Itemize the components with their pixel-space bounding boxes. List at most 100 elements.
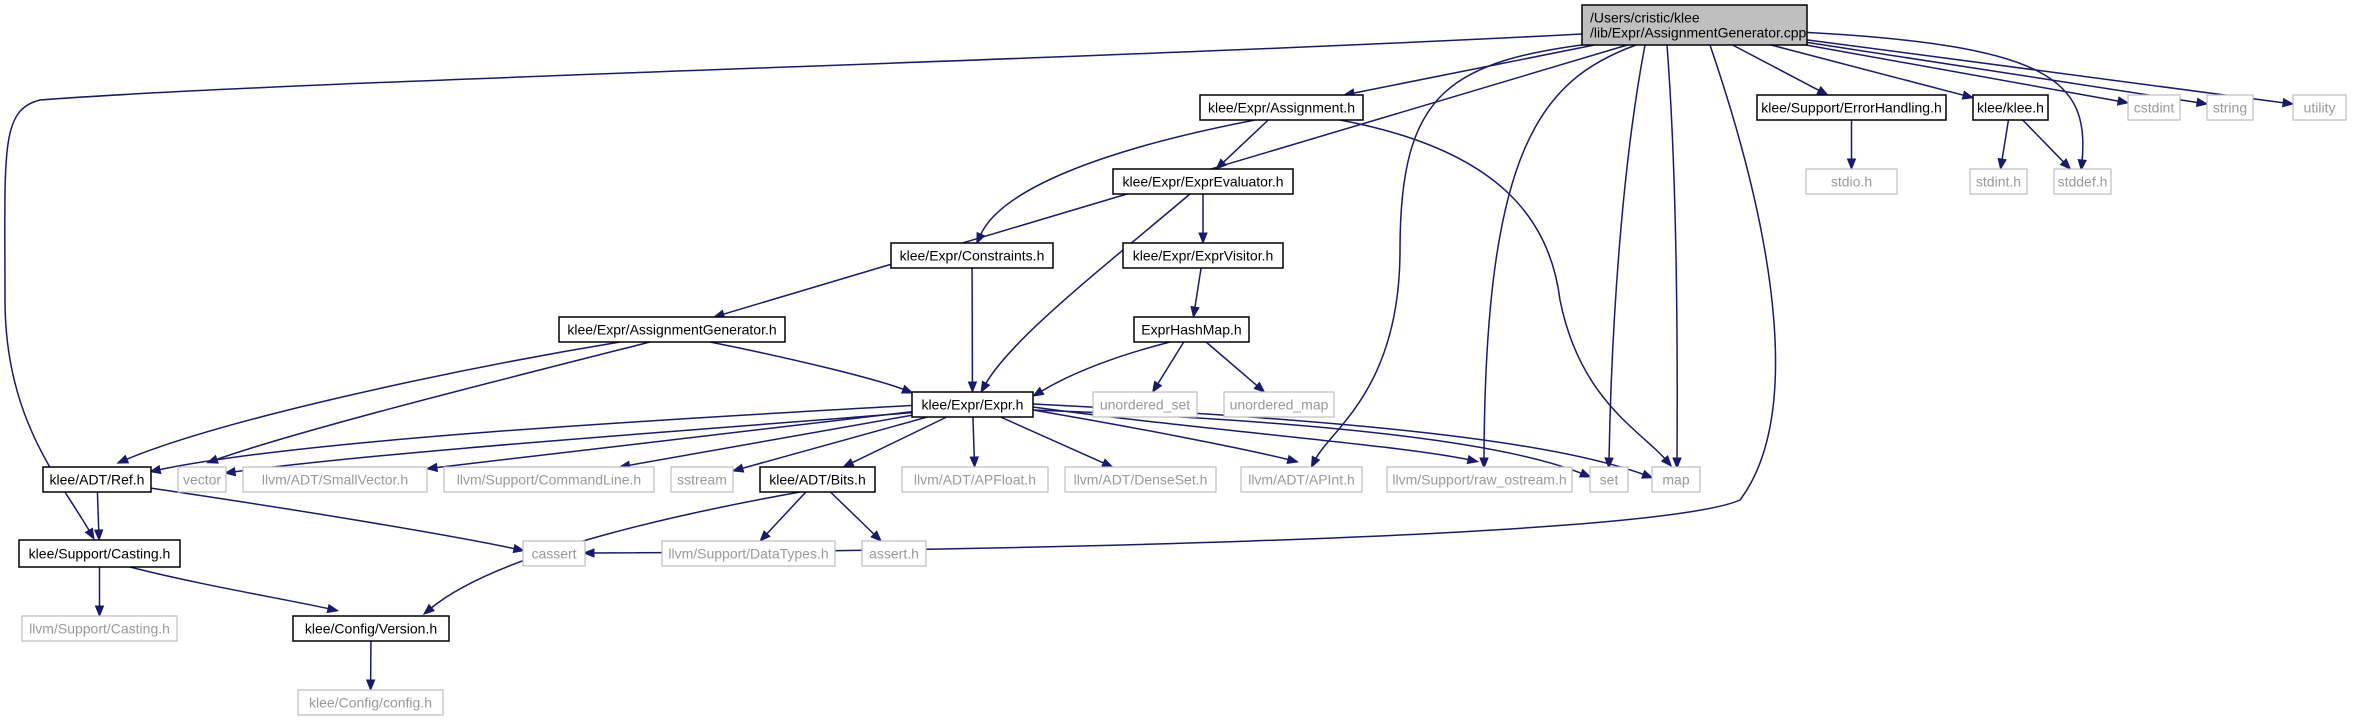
edge-ref_h-to-casting_h [93,491,104,542]
edge-line [1806,41,2199,104]
node-assigngen-h[interactable]: klee/Expr/AssignmentGenerator.h [558,316,786,343]
node-box [1386,466,1573,493]
arrowhead-icon [870,530,883,542]
edge-line [741,416,928,470]
node-label: llvm/Support/Casting.h [29,621,170,637]
node-cstdint: cstdint [2127,94,2181,121]
arrowhead-icon [1641,469,1654,479]
arrowhead-icon [365,679,376,692]
arrowhead-icon [969,456,979,469]
node-box [522,540,586,567]
edge-line [232,411,921,473]
node-label: llvm/Support/DataTypes.h [668,546,828,562]
edges-layer [4,31,2295,692]
node-box [661,540,836,567]
node-box [1805,168,1898,195]
node-label: map [1662,472,1689,488]
node-box [177,466,227,493]
edge-root-to-cstdint [1805,44,2130,106]
edge-line [765,491,807,535]
arrowhead-icon [1253,381,1266,393]
edge-line [979,119,1256,237]
arrowhead-icon [1660,455,1673,468]
node-denseset-h: llvm/ADT/DenseSet.h [1064,466,1217,493]
node-box [1064,466,1217,493]
node-constraints-h[interactable]: klee/Expr/Constraints.h [890,242,1054,269]
node-box [1092,391,1198,418]
node-label: klee/Expr/Expr.h [922,397,1024,413]
arrowhead-icon [759,530,771,542]
edge-line [1314,41,1606,461]
node-box [1972,94,2049,121]
node-stdio-h: stdio.h [1805,168,1898,195]
arrowhead-icon [2059,158,2072,170]
node-label: cstdint [2134,100,2175,116]
node-bits-h[interactable]: klee/ADT/Bits.h [759,466,876,493]
node-label: llvm/ADT/SmallVector.h [262,472,408,488]
node-klee-h[interactable]: klee/klee.h [1972,94,2049,121]
edge-klee_h-to-stdint_h [1997,119,2010,171]
edge-line [2022,119,2065,164]
node-exprhashmap-h[interactable]: ExprHashMap.h [1133,316,1250,343]
node-version-h[interactable]: klee/Config/Version.h [292,615,450,642]
node-label: klee/Config/Version.h [305,621,437,637]
arrowhead-icon [1286,454,1300,464]
node-unordered-map: unordered_map [1223,391,1335,418]
arrowhead-icon [512,543,526,554]
arrowhead-icon [1100,458,1114,468]
edge-exprhashmap_h-to-expr_h [1031,341,1171,397]
node-label: assert.h [869,546,919,562]
arrowhead-icon [116,454,130,464]
node-box [2292,94,2347,121]
node-ref-h[interactable]: klee/ADT/Ref.h [42,466,152,493]
node-label: klee/Support/ErrorHandling.h [1761,100,1942,116]
edge-line [149,487,517,550]
node-label: llvm/ADT/APInt.h [1248,472,1355,488]
node-label: klee/Expr/Constraints.h [900,248,1045,264]
node-box [1969,168,2028,195]
arrowhead-icon [2195,97,2209,108]
node-assignment-h[interactable]: klee/Expr/Assignment.h [1199,94,1364,121]
edge-line [851,416,947,464]
arrowhead-icon [326,603,340,614]
edge-expr_h-to-vector [223,411,921,477]
node-string: string [2206,94,2254,121]
node-box [1756,94,1947,121]
edge-constraints_h-to-expr_h [967,267,978,394]
node-unordered-set: unordered_set [1092,391,1198,418]
arrowhead-icon [1479,457,1489,470]
arrowhead-icon [84,527,95,541]
node-label: klee/ADT/Ref.h [50,472,145,488]
edge-line [1770,44,1965,97]
edge-line [214,341,651,461]
arrowhead-icon [148,464,162,475]
node-root[interactable]: /Users/cristic/klee/lib/Expr/AssignmentG… [1581,4,1808,46]
node-casting-h[interactable]: klee/Support/Casting.h [18,539,181,568]
node-exprvisitor-h[interactable]: klee/Expr/ExprVisitor.h [1122,242,1284,269]
node-box [2127,94,2181,121]
node-expr-h[interactable]: klee/Expr/Expr.h [911,391,1034,418]
node-llvm-casting-h: llvm/Support/Casting.h [21,615,178,642]
edge-expr_h-to-apfloat_h [969,416,979,469]
arrowhead-icon [582,548,595,558]
edge-root-to-stddef_h [1799,31,2087,172]
edge-root-to-klee_h [1770,44,1975,100]
node-box [861,540,927,567]
edge-line [984,193,1191,386]
node-box [1199,94,1364,121]
edge-root-to-set [1604,44,1646,470]
arrowhead-icon [967,381,978,394]
node-label: /lib/Expr/AssignmentGenerator.cpp [1590,25,1807,41]
node-exprevaluator-h[interactable]: klee/Expr/ExprEvaluator.h [1112,168,1294,195]
node-box [1112,168,1294,195]
arrowhead-icon [422,603,435,616]
node-box [2053,168,2112,195]
node-errorhandling-h[interactable]: klee/Support/ErrorHandling.h [1756,94,1947,121]
edge-expr_h-to-apint_h [1032,409,1300,464]
arrowhead-icon [1961,90,1975,100]
node-apint-h: llvm/ADT/APInt.h [1240,466,1363,493]
arrowhead-icon [1198,232,1208,245]
arrowhead-icon [1846,158,1857,171]
edge-assignment_h-to-map [1339,119,1673,468]
